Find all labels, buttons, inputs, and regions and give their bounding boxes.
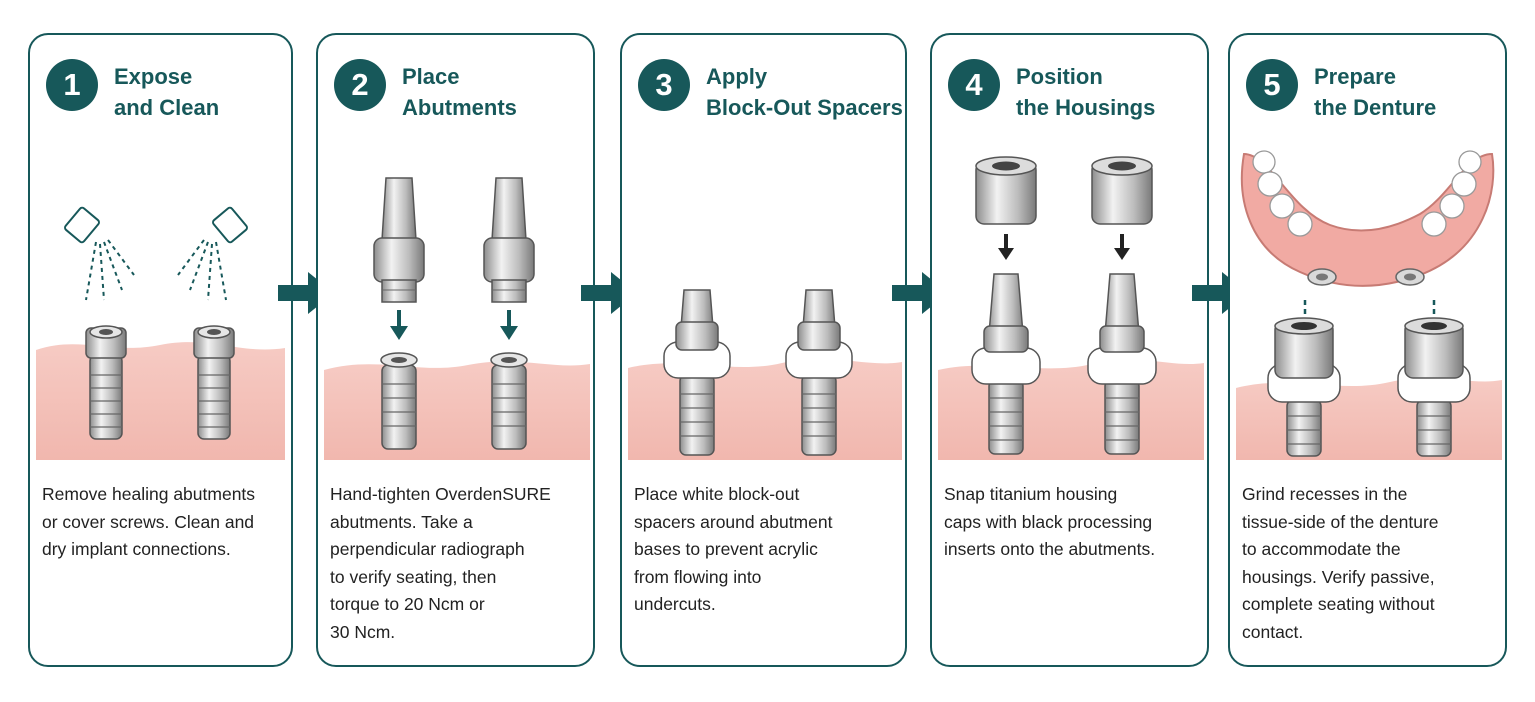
step-2-illustration — [324, 177, 590, 460]
housing-icon — [1091, 156, 1153, 225]
abutment-icon — [483, 177, 535, 303]
implant-icon — [85, 325, 127, 440]
implant-icon — [490, 352, 528, 450]
step-4-illustration — [938, 156, 1204, 460]
step-number-4: 4 — [948, 59, 1000, 111]
denture-icon — [1240, 150, 1495, 287]
down-arrow-icon — [500, 310, 518, 340]
implant-icon — [380, 352, 418, 450]
step-panel-1: 1 Expose and Clean — [28, 33, 293, 667]
step-number-1: 1 — [46, 59, 98, 111]
gum-tissue — [36, 342, 285, 460]
abutment-icon — [373, 177, 425, 303]
step-title-5: Prepare the Denture — [1314, 64, 1437, 120]
step-description-2: Hand-tighten OverdenSURE abutments. Take… — [330, 484, 551, 642]
down-arrow-icon — [1114, 234, 1130, 260]
step-number-3: 3 — [638, 59, 690, 111]
spray-mist-left — [85, 239, 135, 301]
step-3-illustration — [628, 289, 902, 460]
abutment-icon — [971, 273, 1041, 455]
step-number-5: 5 — [1246, 59, 1298, 111]
gum-tissue — [324, 361, 590, 460]
step-panel-2: 2 Place Abutments — [316, 33, 595, 667]
step-description-4: Snap titanium housing caps with black pr… — [944, 484, 1156, 559]
down-arrow-icon — [998, 234, 1014, 260]
step-5-illustration — [1236, 150, 1502, 460]
step-description-5: Grind recesses in the tissue-side of the… — [1242, 484, 1439, 642]
step-number-2: 2 — [334, 59, 386, 111]
implant-icon — [193, 325, 235, 440]
step-panel-3: 3 Apply Block-Out Spacers Place white bl… — [620, 33, 907, 667]
spray-icon — [212, 206, 248, 244]
dashed-guide — [1303, 300, 1436, 328]
step-title-1: Expose and Clean — [114, 64, 220, 120]
spray-icon — [64, 206, 100, 244]
step-title-2: Place Abutments — [402, 64, 517, 120]
step-description-3: Place white block-out spacers around abu… — [634, 484, 833, 614]
spacer-icon — [785, 289, 853, 456]
step-title-3: Apply Block-Out Spacers — [706, 64, 903, 120]
spacer-icon — [663, 289, 731, 456]
housing-icon — [1267, 317, 1341, 457]
housing-icon — [975, 156, 1037, 225]
step-description-1: Remove healing abutments or cover screws… — [42, 484, 256, 559]
step-1-illustration — [36, 206, 285, 460]
down-arrow-icon — [390, 310, 408, 340]
step-panel-4: 4 Position the Housings — [930, 33, 1209, 667]
step-title-4: Position the Housings — [1016, 64, 1156, 120]
spray-mist-right — [177, 239, 227, 301]
housing-icon — [1397, 317, 1471, 457]
abutment-icon — [1087, 273, 1157, 455]
step-panel-5: 5 Prepare the Denture — [1228, 33, 1507, 667]
